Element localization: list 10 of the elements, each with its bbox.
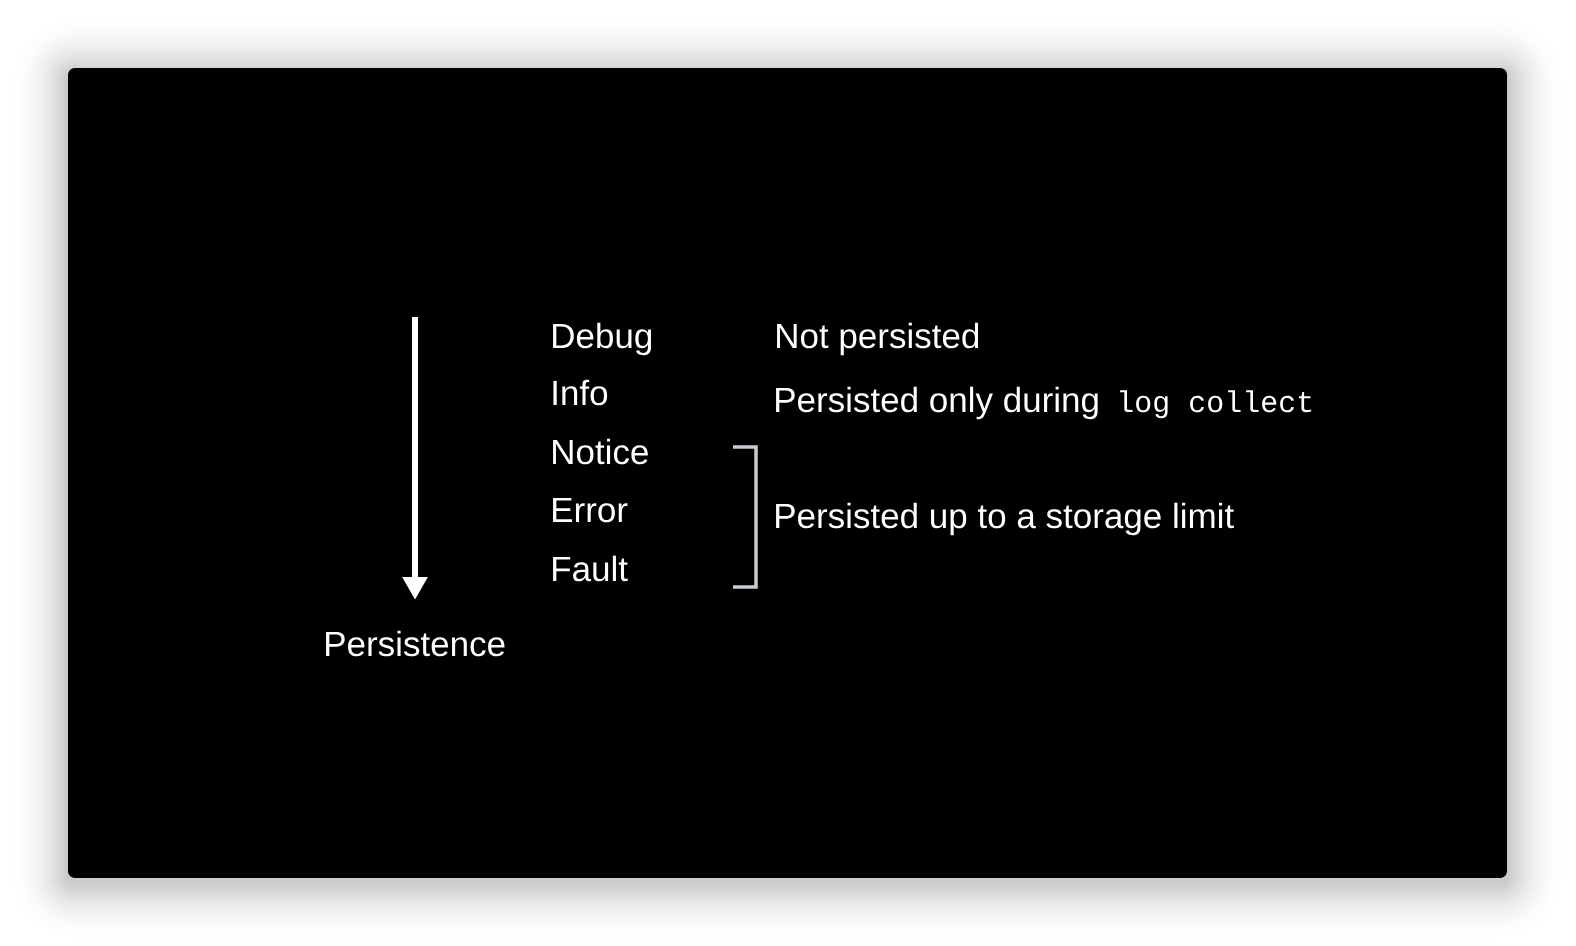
description-text: Persisted up to a storage limit — [776, 502, 1234, 536]
level-label: Notice — [553, 438, 648, 465]
level-label: Error — [553, 497, 628, 523]
level-label: Fault — [553, 555, 628, 582]
axis-label: Persistence — [326, 630, 505, 657]
description-text: Not persisted — [777, 322, 979, 356]
command-text: log collect — [1120, 390, 1312, 419]
description-text: Persisted only during — [776, 386, 1098, 420]
level-label: Info — [553, 379, 608, 406]
level-label: Debug — [553, 322, 652, 356]
